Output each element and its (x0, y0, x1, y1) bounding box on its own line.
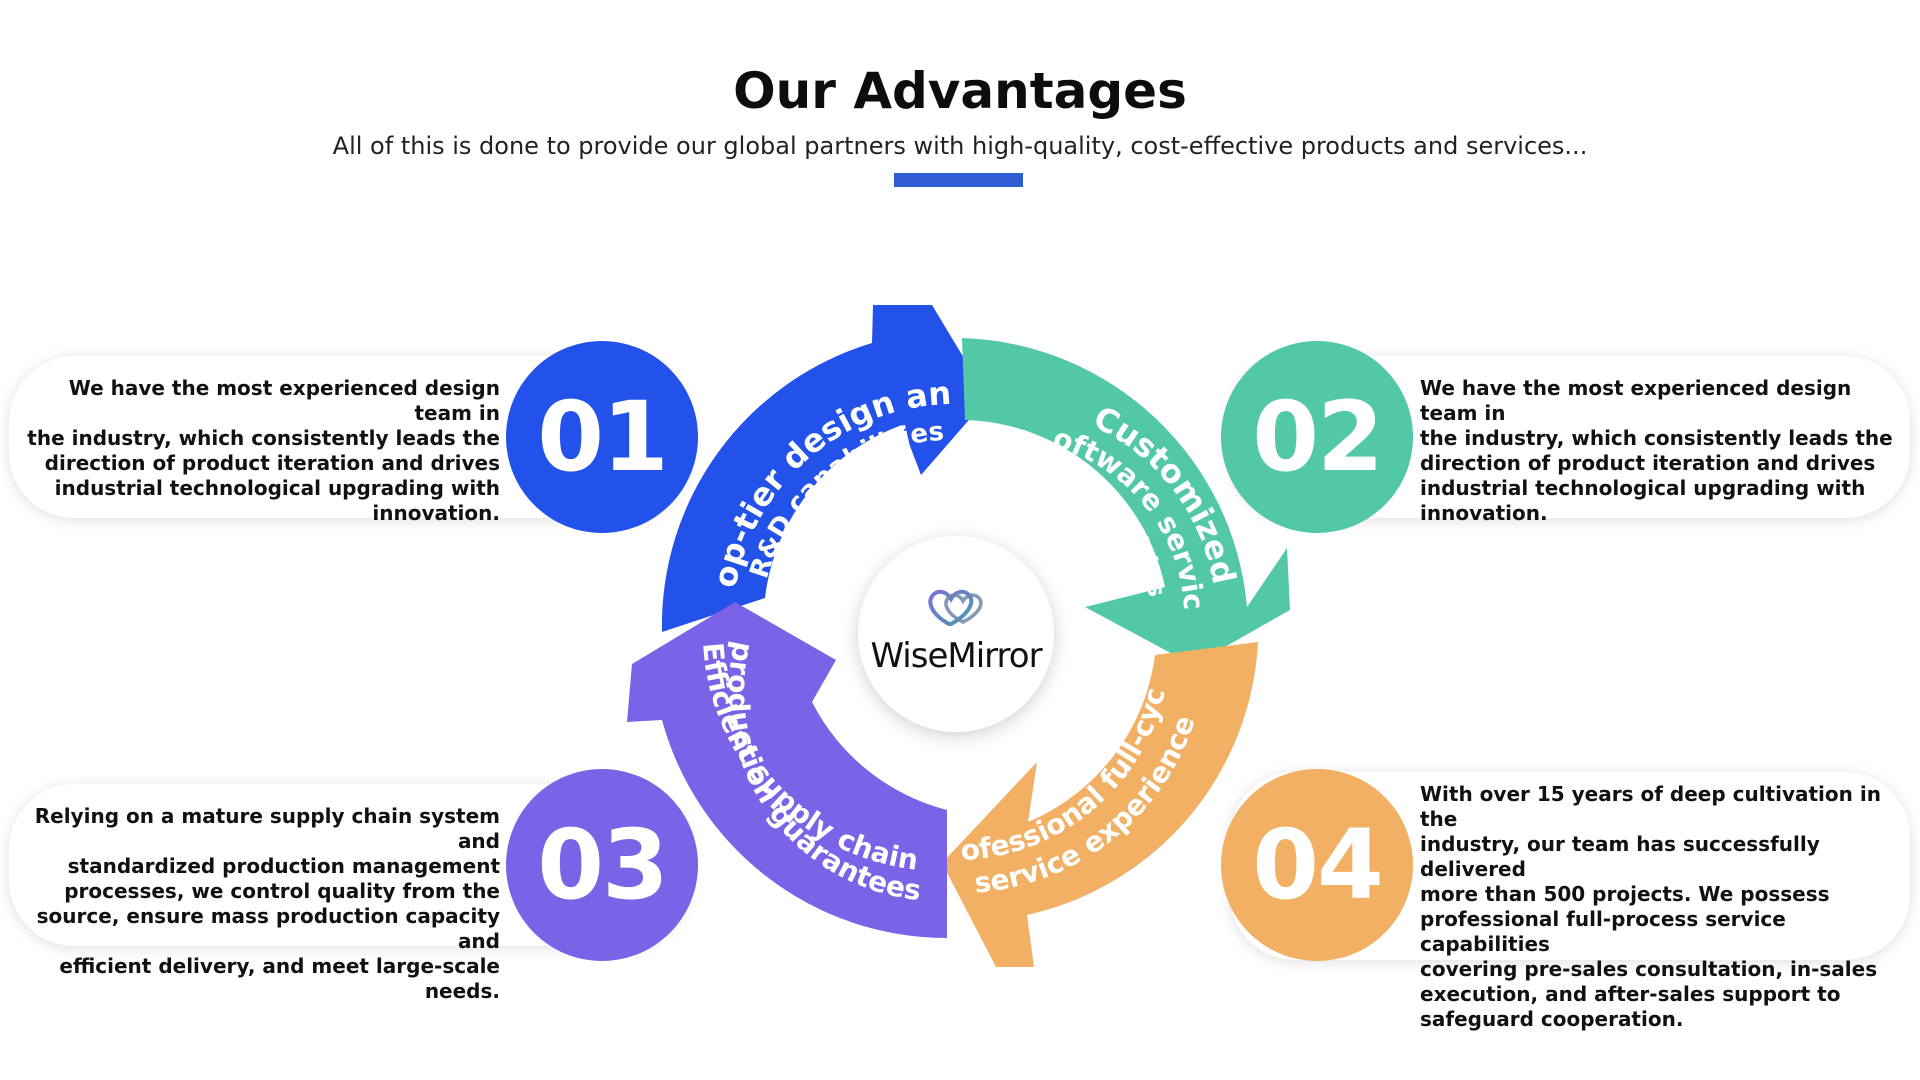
interlocked-hearts-logo-icon (928, 589, 983, 626)
card-04-line: With over 15 years of deep cultivation i… (1420, 782, 1881, 831)
card-03-line: Relying on a mature supply chain system … (34, 804, 500, 853)
card-02-line: the industry, which consistently leads t… (1420, 426, 1893, 450)
advantage-card-02-text: We have the most experienced design team… (1420, 376, 1900, 526)
title-underline-bar (894, 173, 1023, 187)
card-04-line: professional full-process service capabi… (1420, 907, 1786, 956)
card-03-line: standardized production management (67, 854, 500, 878)
logo-wordmark: WiseMirror (870, 636, 1042, 676)
number-circle-01: 01 (506, 341, 698, 533)
number-circle-03: 03 (506, 769, 698, 961)
page-subtitle: All of this is done to provide our globa… (332, 132, 1588, 160)
cycle-arrow-design (661, 305, 988, 632)
card-03-line: processes, we control quality from the (64, 879, 500, 903)
cycle-label-software-line2: software service (0, 0, 1210, 611)
card-02-line: direction of product iteration and drive… (1420, 451, 1876, 475)
logo-badge: WiseMirror (858, 536, 1054, 732)
svg-text:software service: software service (0, 0, 1210, 611)
cycle-arrow-software (962, 338, 1290, 665)
card-04-line: more than 500 projects. We possess (1420, 882, 1830, 906)
number-label: 01 (537, 381, 669, 493)
card-04-line: industry, our team has successfully deli… (1420, 832, 1820, 881)
card-01-line: direction of product iteration and drive… (44, 451, 500, 475)
advantage-card-04-text: With over 15 years of deep cultivation i… (1420, 782, 1900, 1032)
number-circle-02: 02 (1221, 341, 1413, 533)
number-label: 03 (537, 809, 669, 921)
card-04-line: safeguard cooperation. (1420, 1007, 1684, 1031)
card-02-line: We have the most experienced design team… (1420, 376, 1852, 425)
advantage-card-01-text: We have the most experienced design team… (26, 376, 500, 526)
card-03-line: efficient delivery, and meet large-scale… (59, 954, 500, 1003)
number-circle-04: 04 (1221, 769, 1413, 961)
card-02-line: industrial technological upgrading with (1420, 476, 1866, 500)
card-03-line: source, ensure mass production capacity … (36, 904, 500, 953)
cycle-arrow-service (942, 642, 1258, 967)
card-01-line: industrial technological upgrading with (54, 476, 500, 500)
card-04-line: covering pre-sales consultation, in-sale… (1420, 957, 1878, 981)
cycle-label-service-line1: Professional full-cycle (0, 0, 1172, 867)
page-title: Our Advantages (733, 62, 1187, 120)
card-01-line: the industry, which consistently leads t… (27, 426, 500, 450)
card-04-line: execution, and after-sales support to (1420, 982, 1841, 1006)
card-02-line: innovation. (1420, 501, 1548, 525)
cycle-arrow-supply-chain (627, 602, 947, 939)
number-label: 04 (1252, 809, 1384, 921)
card-01-line: innovation. (372, 501, 500, 525)
advantage-card-03-text: Relying on a mature supply chain system … (20, 804, 500, 1004)
svg-text:Professional full-cycle: Professional full-cycle (0, 0, 1172, 867)
number-label: 02 (1252, 381, 1384, 493)
card-01-line: We have the most experienced design team… (68, 376, 500, 425)
